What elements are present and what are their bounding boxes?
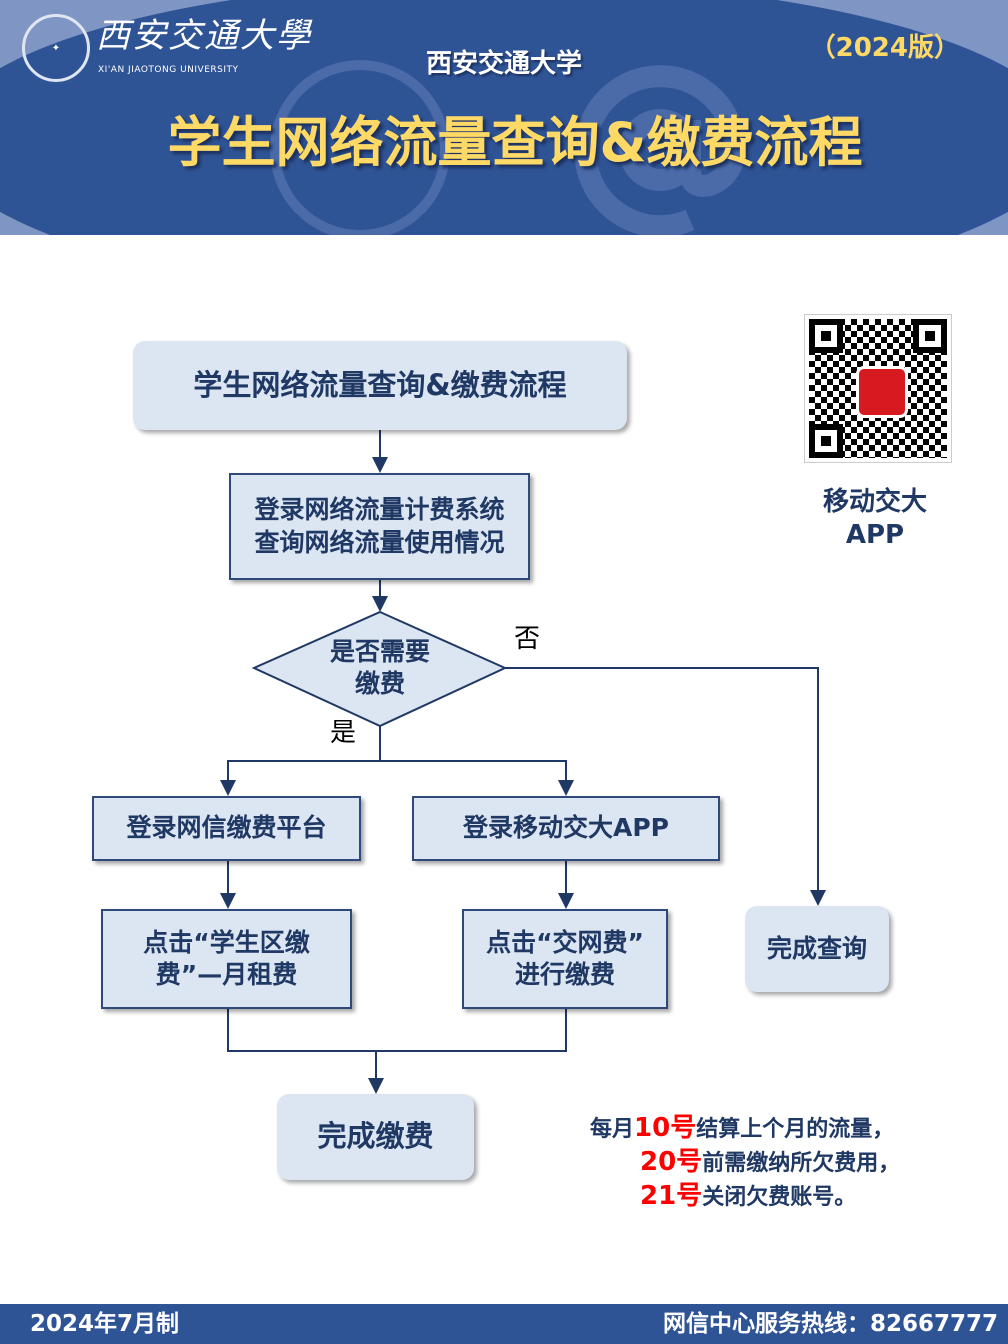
page-title: 学生网络流量查询&缴费流程 [167, 111, 863, 174]
note-text: 关闭欠费账号。 [702, 1185, 857, 1210]
version-label: （2024版） [809, 33, 960, 63]
left-click-line2: 费”—月租费 [155, 960, 298, 989]
university-seal-logo: ✦ [22, 14, 90, 82]
qr-finder [809, 319, 843, 353]
decision-diamond [251, 610, 508, 728]
login-app-box: 登录移动交大APP [412, 796, 720, 861]
qr-finder [913, 319, 947, 353]
no-label: 否 [514, 624, 541, 654]
logo-calligraphy: 西安交通大學 [96, 16, 312, 56]
note-date: 10号 [634, 1113, 697, 1143]
note-line: 20号前需缴纳所欠费用， [590, 1146, 900, 1180]
header-banner: ✦ 西安交通大學 XI'AN JIAOTONG UNIVERSITY 西安交通大… [0, 0, 1008, 235]
done-pay-label: 完成缴费 [317, 1119, 434, 1154]
login-query-line2: 查询网络流量使用情况 [254, 527, 505, 557]
login-payment-platform-box: 登录网信缴费平台 [92, 796, 361, 861]
note-text: 结算上个月的流量， [696, 1117, 895, 1142]
globe-icon [270, 60, 450, 235]
at-sign-icon [574, 65, 747, 235]
logo-english: XI'AN JIAOTONG UNIVERSITY [98, 65, 239, 75]
left-click-line1: 点击“学生区缴 [143, 927, 310, 957]
footer-bar: 2024年7月制 网信中心服务热线：82667777 [0, 1304, 1008, 1344]
university-name: 西安交通大学 [425, 49, 582, 79]
start-label: 学生网络流量查询&缴费流程 [193, 367, 567, 402]
done-query-label: 完成查询 [766, 933, 867, 963]
app-logo-icon [856, 366, 908, 418]
decision-line1: 是否需要 [329, 637, 430, 666]
app-qr-code[interactable] [804, 314, 952, 463]
footer-date: 2024年7月制 [30, 1311, 180, 1337]
click-net-fee-box: 点击“交网费” 进行缴费 [462, 909, 668, 1009]
note-line: 每月10号结算上个月的流量， [590, 1112, 900, 1146]
note-date: 20号 [640, 1147, 703, 1177]
right-click-line1: 点击“交网费” [486, 927, 644, 957]
yes-label: 是 [330, 718, 357, 748]
note-pre: 每月 [590, 1117, 635, 1142]
click-student-fee-box: 点击“学生区缴费”—月租费 [101, 909, 352, 1009]
note-date: 21号 [640, 1181, 703, 1211]
qr-label-line1: 移动交大 [822, 487, 927, 517]
billing-notes: 每月10号结算上个月的流量， 20号前需缴纳所欠费用， 21号关闭欠费账号。 [590, 1112, 900, 1214]
footer-hotline: 网信中心服务热线：82667777 [662, 1311, 998, 1337]
qr-finder [809, 424, 843, 458]
login-query-line1: 登录网络流量计费系统 [254, 495, 505, 524]
login-query-box: 登录网络流量计费系统查询网络流量使用情况 [229, 473, 530, 580]
qr-label-line2: APP [845, 519, 905, 550]
right-click-line2: 进行缴费 [514, 960, 615, 989]
note-text: 前需缴纳所欠费用， [702, 1151, 901, 1176]
left-login-label: 登录网信缴费平台 [126, 813, 327, 843]
done-payment-box: 完成缴费 [277, 1094, 474, 1180]
note-line: 21号关闭欠费账号。 [590, 1180, 900, 1214]
decision-line2: 缴费 [354, 669, 405, 698]
right-login-label: 登录移动交大APP [463, 813, 669, 843]
banner-ellipse [0, 0, 1008, 235]
done-query-box: 完成查询 [745, 906, 889, 992]
start-box: 学生网络流量查询&缴费流程 [133, 341, 627, 430]
decision-text: 是否需要缴费 [290, 636, 470, 700]
